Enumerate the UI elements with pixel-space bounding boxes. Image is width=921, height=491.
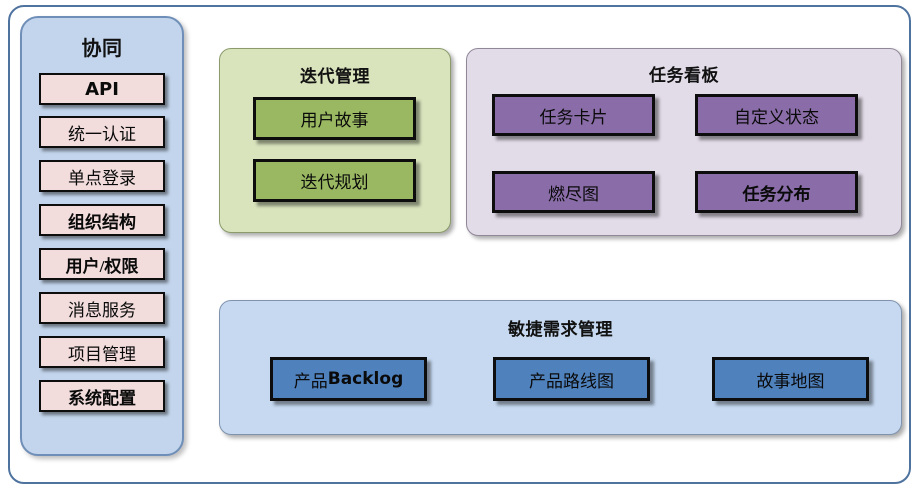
- sidebar-item-unified-auth[interactable]: 统一认证: [39, 116, 165, 148]
- agile-requirement-management-title: 敏捷需求管理: [508, 320, 613, 340]
- task-board-item-task-card[interactable]: 任务卡片: [492, 94, 655, 136]
- sidebar-item-single-sign-on[interactable]: 单点登录: [39, 160, 165, 192]
- task-board-item-custom-status[interactable]: 自定义状态: [695, 94, 858, 136]
- sidebar-item-user-permission[interactable]: 用户/权限: [39, 248, 165, 280]
- sidebar-item-api[interactable]: API: [39, 73, 165, 105]
- sidebar-item-project-management[interactable]: 项目管理: [39, 336, 165, 368]
- sidebar-panel-collaboration: 协同 API 统一认证 单点登录 组织结构 用户/权限 消息服务 项目管理 系统…: [20, 16, 184, 456]
- task-board-item-task-distribution[interactable]: 任务分布: [695, 171, 858, 213]
- task-board-item-burndown-chart[interactable]: 燃尽图: [492, 171, 655, 213]
- sidebar-item-system-config[interactable]: 系统配置: [39, 380, 165, 412]
- sidebar-item-org-structure[interactable]: 组织结构: [39, 204, 165, 236]
- task-board-title: 任务看板: [649, 66, 719, 86]
- agile-item-product-roadmap-label: 产品路线图: [529, 371, 614, 391]
- iteration-item-iteration-planning[interactable]: 迭代规划: [253, 159, 416, 202]
- iteration-management-panel: 迭代管理 用户故事 迭代规划: [219, 48, 451, 233]
- agile-item-product-backlog-latin: Backlog: [327, 369, 404, 389]
- task-board-panel: 任务看板 任务卡片 自定义状态 燃尽图 任务分布: [466, 48, 902, 236]
- agile-item-product-backlog-cjk: 产品: [293, 371, 328, 391]
- sidebar-item-message-service[interactable]: 消息服务: [39, 292, 165, 324]
- agile-item-product-roadmap[interactable]: 产品路线图: [493, 357, 650, 401]
- iteration-management-title: 迭代管理: [300, 67, 370, 87]
- iteration-item-user-story[interactable]: 用户故事: [253, 97, 416, 140]
- agile-item-story-map-label: 故事地图: [756, 371, 825, 391]
- sidebar-title: 协同: [81, 36, 123, 60]
- agile-item-story-map[interactable]: 故事地图: [712, 357, 869, 401]
